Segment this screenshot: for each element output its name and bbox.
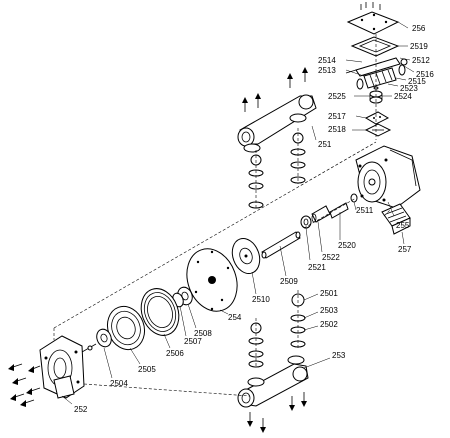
cover-plate-256 (346, 11, 400, 35)
seal-2517 (364, 111, 390, 125)
bushing-2511 (350, 193, 358, 203)
label-2509: 2509 (280, 277, 298, 286)
label-2521: 2521 (308, 263, 326, 272)
center-body-255 (355, 145, 421, 209)
muffler-257 (381, 203, 411, 235)
label-2524: 2524 (394, 92, 412, 101)
label-2505: 2505 (138, 365, 156, 374)
inner-plate-2510 (231, 238, 261, 274)
label-2510: 2510 (252, 295, 270, 304)
label-254: 254 (228, 313, 242, 322)
manifold-bottom-bolts (247, 392, 307, 433)
label-2516: 2516 (416, 70, 434, 79)
label-252: 252 (74, 405, 88, 414)
label-2515: 2515 (408, 77, 426, 86)
spool-sleeve-2513 (363, 67, 397, 89)
label-2512: 2512 (412, 56, 430, 65)
label-256: 256 (412, 24, 426, 33)
outer-plate-2504 (96, 328, 112, 348)
label-2511: 2511 (356, 206, 374, 215)
label-2503: 2503 (320, 306, 338, 315)
assembly-guide-lines (53, 128, 391, 397)
manifold-251 (237, 94, 317, 153)
label-2519: 2519 (410, 42, 428, 51)
label-2501: 2501 (320, 289, 338, 298)
o-rings-2515 (356, 64, 406, 90)
label-2504: 2504 (110, 379, 128, 388)
label-2513: 2513 (318, 66, 336, 75)
label-2502: 2502 (320, 320, 338, 329)
label-2525: 2525 (328, 92, 346, 101)
diaphragm-2506 (140, 288, 180, 336)
label-2518: 2518 (328, 125, 346, 134)
manifold-bolts (242, 67, 308, 112)
outer-chamber-252 (39, 335, 85, 399)
back-plate-2505 (106, 305, 146, 351)
label-2514: 2514 (318, 56, 336, 65)
label-2523: 2523 (400, 84, 418, 93)
leader-lines (61, 21, 415, 405)
manifold-253 (237, 355, 309, 408)
chamber-bolts-252 (8, 363, 41, 407)
label-257: 257 (398, 245, 412, 254)
ball-seat-stack-left-bottom (248, 322, 264, 368)
screws-top (360, 2, 381, 10)
label-2507: 2507 (184, 337, 202, 346)
pilot-sleeve-2520 (329, 202, 349, 219)
label-253: 253 (332, 351, 346, 360)
gasket-2519 (350, 36, 400, 57)
pilot-pin-2522 (311, 205, 331, 223)
label-2522: 2522 (322, 253, 340, 262)
label-2506: 2506 (166, 349, 184, 358)
label-2520: 2520 (338, 241, 356, 250)
bushing-2521 (300, 215, 312, 229)
label-2508: 2508 (194, 329, 212, 338)
block-2518 (364, 123, 392, 137)
label-2517: 2517 (328, 112, 346, 121)
stud-bolt (81, 343, 97, 353)
shaft-2509 (261, 231, 301, 259)
diaphragm-254 (186, 248, 238, 312)
part-labels: 256 2519 2514 2512 2513 2516 2515 2523 2… (74, 24, 434, 414)
label-251: 251 (318, 140, 332, 149)
label-255: 255 (396, 221, 410, 230)
